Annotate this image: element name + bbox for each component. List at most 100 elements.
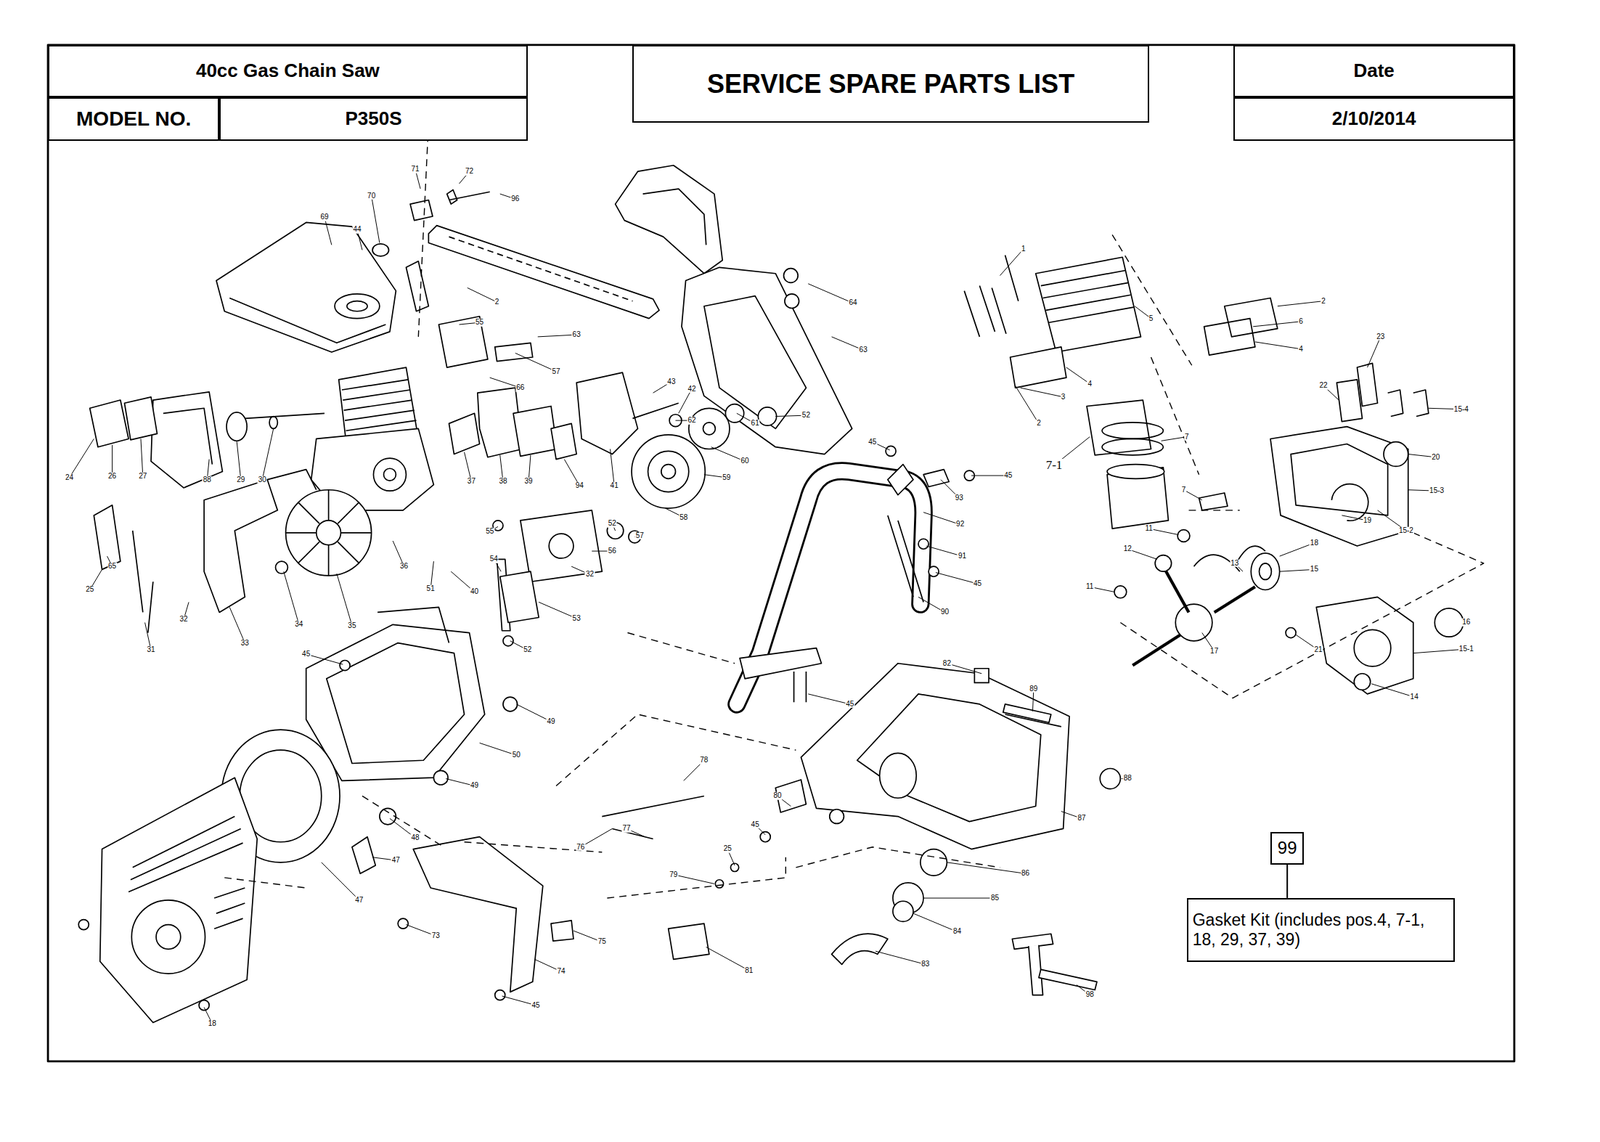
callout-number: 75 bbox=[597, 937, 607, 946]
callout-number: 71 bbox=[410, 165, 421, 174]
leader-line bbox=[935, 572, 978, 584]
callout-number: 74 bbox=[556, 967, 567, 976]
crankshaft-part bbox=[1132, 586, 1256, 665]
callout-number: 52 bbox=[801, 411, 811, 420]
leader-line bbox=[69, 438, 95, 477]
callout-number: 38 bbox=[498, 477, 508, 486]
exploded-view-part bbox=[47, 45, 1515, 1062]
cylinder-part bbox=[1010, 347, 1067, 388]
leader-line bbox=[1161, 437, 1187, 442]
crankcase-part bbox=[1383, 442, 1409, 467]
callout-number: 79 bbox=[668, 870, 679, 879]
bar-plate-part bbox=[438, 316, 488, 368]
front-handle-part bbox=[928, 566, 939, 577]
group-dashes bbox=[224, 122, 1484, 899]
crankcase bbox=[1270, 362, 1464, 694]
air-filter-part bbox=[150, 392, 223, 488]
cylinder-part bbox=[1035, 256, 1142, 353]
leader-line bbox=[321, 862, 360, 901]
callout-number: 77 bbox=[621, 824, 631, 833]
engine-housing-part bbox=[306, 624, 485, 781]
crankcase-part bbox=[1290, 443, 1389, 515]
crankcase-part bbox=[1336, 379, 1362, 422]
callout-number: 2 bbox=[494, 298, 501, 307]
engine-cylinder-part bbox=[341, 379, 417, 431]
sprocket-group-part bbox=[668, 923, 710, 959]
leader-line bbox=[371, 196, 380, 244]
group-dashes-part bbox=[1112, 234, 1199, 475]
callout-number: 64 bbox=[848, 299, 859, 308]
piston-part bbox=[1107, 464, 1165, 480]
callout-number: 84 bbox=[952, 927, 962, 936]
callout-number: 12 bbox=[1123, 545, 1133, 554]
note-box: Gasket Kit (includes pos.4, 7-1, 18, 29,… bbox=[1186, 898, 1456, 963]
callout-number: 55 bbox=[484, 527, 495, 536]
leader-line bbox=[1252, 321, 1301, 327]
callout-number: 17 bbox=[1209, 647, 1219, 656]
starter-part bbox=[78, 919, 89, 930]
group-dashes-part bbox=[418, 122, 429, 337]
header-cell: P350S bbox=[219, 97, 528, 141]
rear-handle-tank-part bbox=[601, 795, 705, 839]
crankshaft-part bbox=[1259, 563, 1272, 580]
callout-number: 88 bbox=[1123, 774, 1133, 783]
leader-line bbox=[923, 512, 961, 525]
callout-number: 57 bbox=[635, 532, 645, 541]
callout-number: 43 bbox=[666, 377, 676, 386]
piston-part bbox=[1086, 400, 1152, 456]
engine-housing bbox=[304, 606, 517, 785]
connector-line bbox=[1286, 864, 1288, 899]
callout-number: 30 bbox=[257, 475, 268, 484]
flywheel-part bbox=[286, 490, 372, 576]
side-cover-part bbox=[704, 296, 807, 430]
callout-number: 45 bbox=[845, 700, 855, 709]
callout-number: 15 bbox=[1309, 565, 1320, 574]
callout-number: 15-3 bbox=[1428, 487, 1445, 496]
combination-wrench-part bbox=[1038, 969, 1097, 990]
callout-number: 85 bbox=[990, 894, 1000, 903]
starter-part bbox=[379, 807, 396, 824]
air-filter-part bbox=[226, 412, 247, 441]
cylinder-part bbox=[1041, 270, 1134, 324]
callout-number: 41 bbox=[609, 482, 620, 491]
callout-number: 81 bbox=[744, 966, 754, 975]
air-filter-part bbox=[90, 400, 129, 448]
flywheel bbox=[275, 490, 372, 576]
crankcase-part bbox=[1270, 426, 1409, 546]
callout-number: 18 bbox=[1309, 539, 1320, 548]
header-cell-text: MODEL NO. bbox=[76, 106, 191, 132]
clutch-part bbox=[648, 450, 689, 492]
callout-number: 90 bbox=[940, 608, 950, 617]
callout-number: 11 bbox=[1144, 524, 1154, 533]
header-cell: Date bbox=[1233, 45, 1515, 98]
leader-line bbox=[706, 947, 750, 971]
guide-bar bbox=[428, 225, 660, 319]
group-dashes-part bbox=[1120, 530, 1484, 699]
callout-number: 18 bbox=[207, 1019, 218, 1028]
cylinder-part bbox=[1224, 297, 1278, 337]
engine-housing-part bbox=[433, 770, 448, 785]
combination-wrench bbox=[1011, 933, 1097, 995]
leader-line bbox=[229, 606, 245, 643]
ignition-coil bbox=[203, 469, 317, 613]
callout-number: 45 bbox=[301, 650, 311, 659]
group-dashes-part bbox=[606, 857, 786, 899]
guide-bar-part bbox=[448, 236, 633, 302]
callout-number: 45 bbox=[1003, 471, 1013, 480]
side-cover-part bbox=[784, 268, 799, 284]
leader-line bbox=[1020, 387, 1064, 398]
engine-cylinder-part bbox=[373, 458, 406, 491]
callout-number: 92 bbox=[955, 520, 965, 529]
leader-line bbox=[610, 449, 615, 487]
carburettor-parts-part bbox=[513, 405, 557, 456]
callout-number: 96 bbox=[510, 195, 520, 204]
group-dashes-part bbox=[464, 842, 603, 853]
callout-number: 88 bbox=[202, 475, 212, 484]
starter-part bbox=[198, 1000, 210, 1011]
callout-number: 37 bbox=[466, 477, 477, 486]
leader-line bbox=[875, 950, 926, 965]
callout-number: 50 bbox=[511, 751, 522, 760]
callout-number: 59 bbox=[721, 474, 732, 483]
callout-number: 7-1 bbox=[1045, 458, 1064, 472]
callout-number: 89 bbox=[1028, 685, 1039, 694]
